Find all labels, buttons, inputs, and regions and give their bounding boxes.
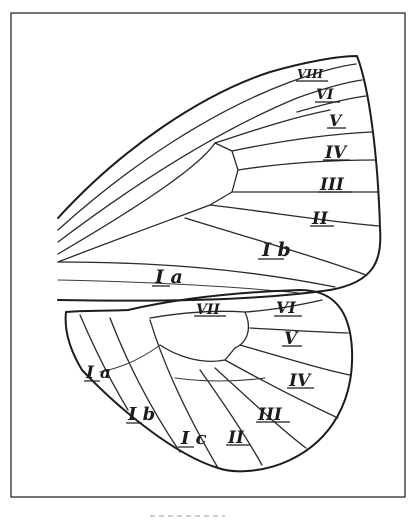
forewing-label-ia: I a bbox=[154, 266, 183, 288]
forewing-label-vi: VI bbox=[316, 87, 334, 103]
hindwing-label-ib: I b bbox=[127, 404, 155, 425]
forewing-label-ib: I b bbox=[261, 239, 291, 261]
forewing-discal-cell bbox=[215, 110, 330, 143]
figure-frame bbox=[11, 13, 405, 497]
forewing-label-v: V bbox=[329, 111, 343, 130]
hindwing-label-vi: VI bbox=[276, 298, 296, 317]
hindwing-discal-cell bbox=[150, 311, 248, 361]
hindwing-label-ia: I a bbox=[85, 363, 111, 383]
hindwing-label-ic: I c bbox=[180, 428, 207, 449]
forewing-label-viii: VIII bbox=[297, 67, 324, 81]
